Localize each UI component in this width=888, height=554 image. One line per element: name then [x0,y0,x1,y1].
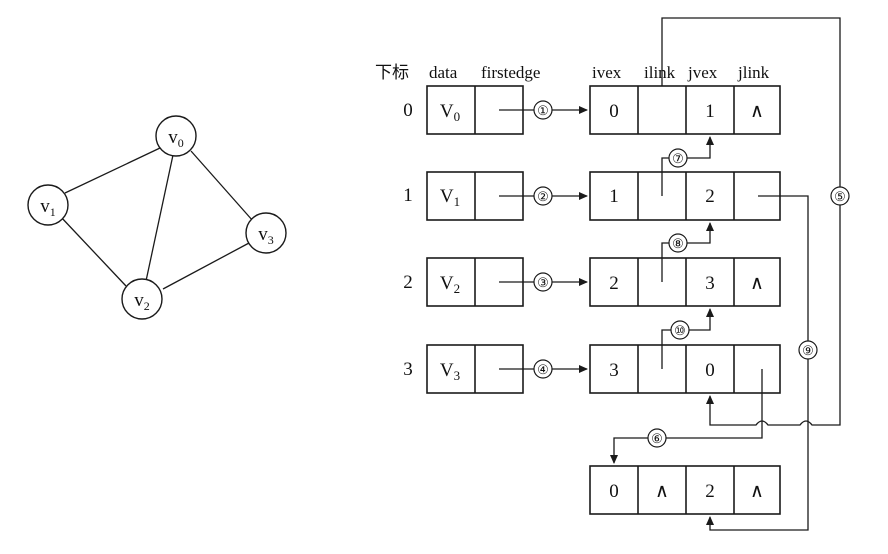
ivex-cell: 3 [609,360,619,381]
jvex-cell: 0 [705,360,715,381]
jvex-cell: 2 [705,481,715,502]
label-1: ① [533,100,553,120]
label-7: ⑦ [668,148,688,168]
firstedge-pointers [499,106,588,373]
undirected-graph: v0 v1 v3 v2 [27,115,287,320]
label-3: ③ [533,272,553,292]
table-headers: 下标 data firstedge ivex ilink jvex jlink [375,63,770,82]
pointer-arrow-9 [706,195,809,531]
graph-edge-v2-v3 [162,242,250,290]
header-data: data [429,63,458,82]
row-index: 0 [403,100,413,121]
jlink-null: ∧ [750,273,764,294]
header-ivex: ivex [592,63,622,82]
svg-text:v2: v2 [134,290,150,313]
ilink-null: ∧ [655,481,669,502]
row-index: 2 [403,272,413,293]
svg-text:②: ② [537,189,549,204]
label-9: ⑨ [798,340,818,360]
svg-text:v3: v3 [258,224,274,247]
graph-edge-v0-v1 [64,147,161,194]
row-index: 3 [403,359,413,380]
pointer-labels: ① ② ③ ④ ⑤ ⑥ ⑦ ⑧ ⑨ ⑩ [533,100,850,448]
svg-text:⑨: ⑨ [802,343,814,358]
graph-vertex-v3: v3 [245,212,287,254]
graph-edge-v0-v2 [145,154,174,282]
header-jvex: jvex [687,63,718,82]
svg-text:v0: v0 [168,127,184,150]
svg-text:④: ④ [537,362,549,377]
svg-text:③: ③ [537,275,549,290]
svg-text:⑤: ⑤ [834,189,846,204]
ivex-cell: 0 [609,481,619,502]
svg-text:⑥: ⑥ [651,431,663,446]
pointer-arrow-6 [610,369,763,464]
graph-edge-v0-v3 [190,150,254,222]
edge-node-0: 0 1 ∧ [589,85,781,135]
long-pointers [610,17,841,531]
graph-vertex-v2: v2 [121,278,163,320]
jvex-cell: 1 [705,101,715,122]
label-8: ⑧ [668,233,688,253]
edge-node-2: 2 3 ∧ [589,257,781,307]
jvex-cell: 3 [705,273,715,294]
header-ilink: ilink [644,63,676,82]
svg-text:⑧: ⑧ [672,236,684,251]
ivex-cell: 2 [609,273,619,294]
jvex-cell: 2 [705,186,715,207]
svg-text:①: ① [537,103,549,118]
jlink-null: ∧ [750,101,764,122]
vertex-cell: V1 [440,186,460,209]
ivex-cell: 1 [609,186,619,207]
pointer-arrow-5 [661,17,841,426]
label-4: ④ [533,359,553,379]
row-index: 1 [403,185,413,206]
label-5: ⑤ [830,186,850,206]
ivex-cell: 0 [609,101,619,122]
label-2: ② [533,186,553,206]
edge-node-4: 0 ∧ 2 ∧ [589,465,781,515]
graph-vertex-v1: v1 [27,184,69,226]
vertex-cell: V2 [440,273,460,296]
header-jlink: jlink [737,63,770,82]
header-firstedge: firstedge [481,63,540,82]
vertex-cell: V0 [440,101,460,124]
label-6: ⑥ [647,428,667,448]
graph-edge-v1-v2 [59,215,127,287]
edge-node-1: 1 2 [589,171,781,221]
edge-nodes: 0 1 ∧ 1 2 2 3 ∧ 3 [589,85,781,515]
vertex-table: 0 V0 1 V1 2 V2 3 V3 [403,85,524,394]
svg-text:v1: v1 [40,196,56,219]
vertex-row-3: 3 V3 [403,344,524,394]
svg-text:⑦: ⑦ [672,151,684,166]
jlink-null: ∧ [750,481,764,502]
label-10: ⑩ [670,320,690,340]
vertex-cell: V3 [440,360,460,383]
header-index: 下标 [375,63,409,82]
svg-text:⑩: ⑩ [674,323,686,338]
edge-node-3: 3 0 [589,344,781,394]
graph-vertex-v0: v0 [155,115,197,157]
